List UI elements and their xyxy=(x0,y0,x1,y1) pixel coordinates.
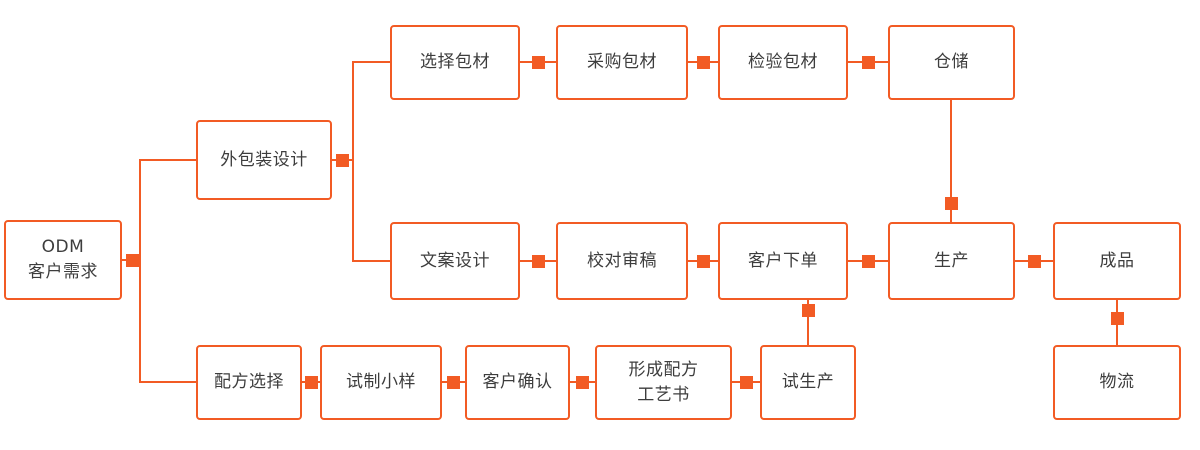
connector-square-warehouse-production xyxy=(945,197,958,210)
connector-square-packaging-design xyxy=(336,154,349,167)
connector-line-warehouse-production xyxy=(950,100,952,222)
connector-square-formula-trialsample xyxy=(305,376,318,389)
node-trial-sample: 试制小样 xyxy=(320,345,442,420)
connector-square-odm xyxy=(126,254,139,267)
connector-square-processbook-trialproduction xyxy=(740,376,753,389)
node-odm-customer-requirements: ODM 客户需求 xyxy=(4,220,122,300)
node-finished-product: 成品 xyxy=(1053,222,1181,300)
node-copy-design: 文案设计 xyxy=(390,222,520,300)
connector-square-trialsample-confirm xyxy=(447,376,460,389)
connector-square-select-purchase xyxy=(532,56,545,69)
connector-square-finished-logistics xyxy=(1111,312,1124,325)
node-customer-order: 客户下单 xyxy=(718,222,848,300)
connector-line-trialproduction-order xyxy=(807,300,809,345)
node-proofread-review: 校对审稿 xyxy=(556,222,688,300)
connector-square-trialproduction-order xyxy=(802,304,815,317)
connector-square-confirm-processbook xyxy=(576,376,589,389)
connector-square-copy-proofread xyxy=(532,255,545,268)
node-trial-production: 试生产 xyxy=(760,345,856,420)
node-outer-packaging-design: 外包装设计 xyxy=(196,120,332,200)
node-purchase-packaging: 采购包材 xyxy=(556,25,688,100)
node-formula-process-book: 形成配方 工艺书 xyxy=(595,345,732,420)
node-logistics: 物流 xyxy=(1053,345,1181,420)
connector-square-order-production xyxy=(862,255,875,268)
node-production: 生产 xyxy=(888,222,1015,300)
node-inspect-packaging: 检验包材 xyxy=(718,25,848,100)
connector-line-packaging-design-trunk xyxy=(352,61,354,262)
connector-square-proofread-order xyxy=(697,255,710,268)
connector-square-production-finished xyxy=(1028,255,1041,268)
connector-square-purchase-inspect xyxy=(697,56,710,69)
connector-line-to-packaging-design xyxy=(140,159,196,161)
connector-line-odm-trunk xyxy=(139,159,141,383)
connector-line-to-select-packaging xyxy=(352,61,390,63)
connector-line-to-copy-design xyxy=(352,260,390,262)
node-customer-confirm: 客户确认 xyxy=(465,345,570,420)
node-select-packaging: 选择包材 xyxy=(390,25,520,100)
node-formula-selection: 配方选择 xyxy=(196,345,302,420)
node-warehouse: 仓储 xyxy=(888,25,1015,100)
connector-line-to-formula-selection xyxy=(140,381,196,383)
connector-square-inspect-warehouse xyxy=(862,56,875,69)
